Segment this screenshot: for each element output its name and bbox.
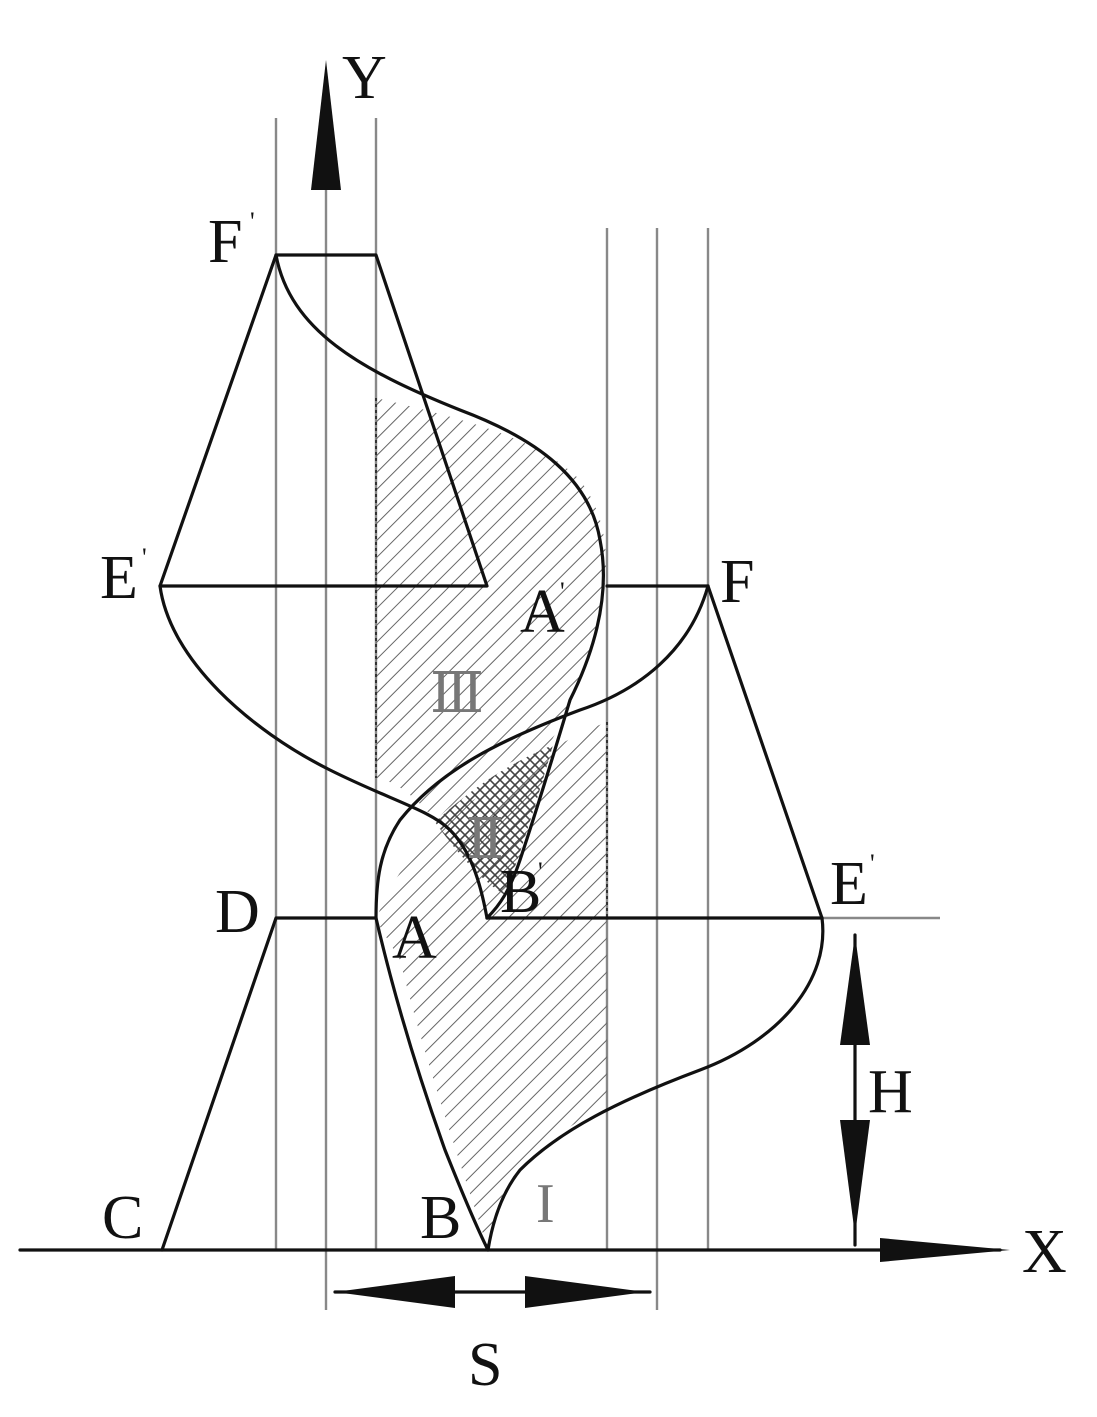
region-ii-label: Ⅱ [466,809,504,871]
y-axis-label: Y [342,44,387,112]
label-h: H [868,1058,913,1126]
label-e-prime-left: E [100,544,138,612]
label-s: S [468,1331,502,1399]
x-axis-arrow [880,1238,1010,1262]
region-ii-fill [435,745,553,895]
label-a: A [392,904,437,972]
hatched-regions [375,398,608,1250]
region-iii-fill [376,398,606,820]
label-f: F [720,548,754,616]
label-b: B [420,1184,461,1252]
label-a-prime: A [520,578,565,646]
region-i-fill [376,722,607,1250]
label-b-prime: B [500,858,541,926]
lower-cascade-outline [160,584,940,1252]
y-axis-arrow [311,60,341,190]
label-e-prime-right: E [830,850,868,918]
label-f-prime: F [208,208,242,276]
upper-cascade-outline [158,253,710,920]
axes [18,60,1010,1262]
label-d: D [215,878,260,946]
prime-a: ' [560,577,565,606]
prime-e-right: ' [870,849,875,878]
region-iii-label: Ⅲ [430,663,484,725]
label-c: C [102,1184,143,1252]
x-axis-label: X [1022,1218,1067,1286]
labels: Y X F ' E ' A ' F B ' E ' D A H C B S I … [100,44,1067,1399]
prime-f: ' [250,207,255,236]
s-dimension [333,1276,652,1308]
prime-e-left: ' [142,543,147,572]
h-dimension [840,933,870,1247]
prime-b: ' [538,857,543,886]
region-i-label: I [536,1173,555,1235]
